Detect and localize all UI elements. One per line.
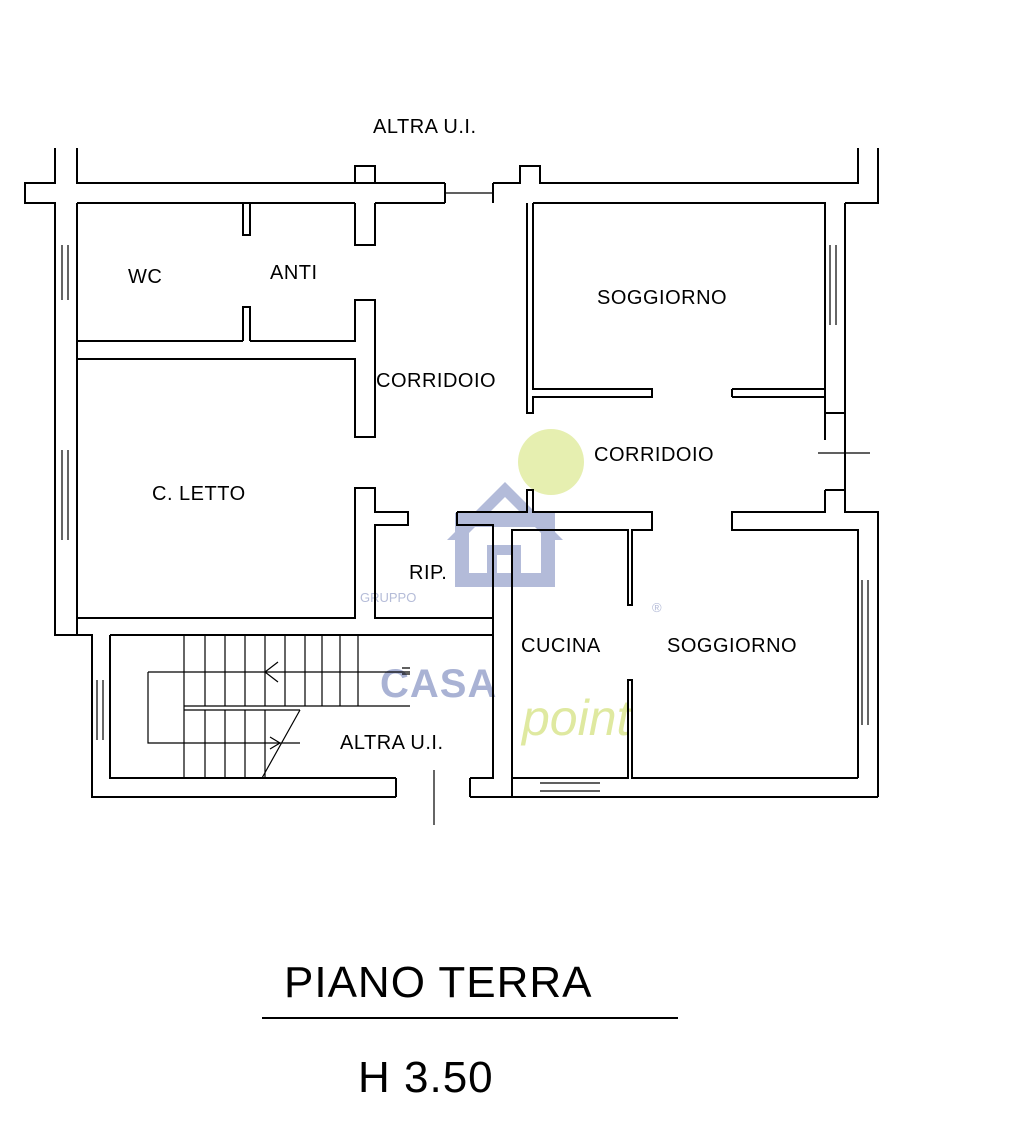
label-corridoio-1: CORRIDOIO (376, 370, 497, 392)
label-letto: C. LETTO (152, 483, 246, 505)
window-cucina (540, 782, 600, 792)
label-altra-ui-bottom: ALTRA U.I. (340, 732, 444, 754)
label-rip: RIP. (409, 562, 448, 584)
label-anti: ANTI (270, 262, 318, 284)
staircase (147, 635, 410, 779)
watermark-brand: CASA (380, 662, 498, 706)
title-underline (262, 1017, 678, 1019)
watermark-point: point (522, 690, 631, 746)
floor-title: PIANO TERRA (284, 958, 593, 1007)
label-wc: WC (128, 266, 163, 288)
label-soggiorno-1: SOGGIORNO (597, 287, 728, 309)
label-cucina: CUCINA (521, 635, 601, 657)
walls (24, 148, 879, 825)
label-corridoio-2: CORRIDOIO (594, 444, 715, 466)
window-soggiorno-1 (829, 245, 837, 325)
watermark-registered: ® (652, 600, 662, 615)
window-soggiorno-2 (861, 580, 869, 725)
window-stairs (96, 680, 104, 740)
window-wc (61, 245, 69, 300)
window-letto (61, 450, 69, 540)
label-altra-ui-top: ALTRA U.I. (373, 116, 477, 138)
height-label: H 3.50 (358, 1053, 494, 1102)
label-soggiorno-2: SOGGIORNO (667, 635, 798, 657)
watermark-circle (518, 429, 584, 495)
